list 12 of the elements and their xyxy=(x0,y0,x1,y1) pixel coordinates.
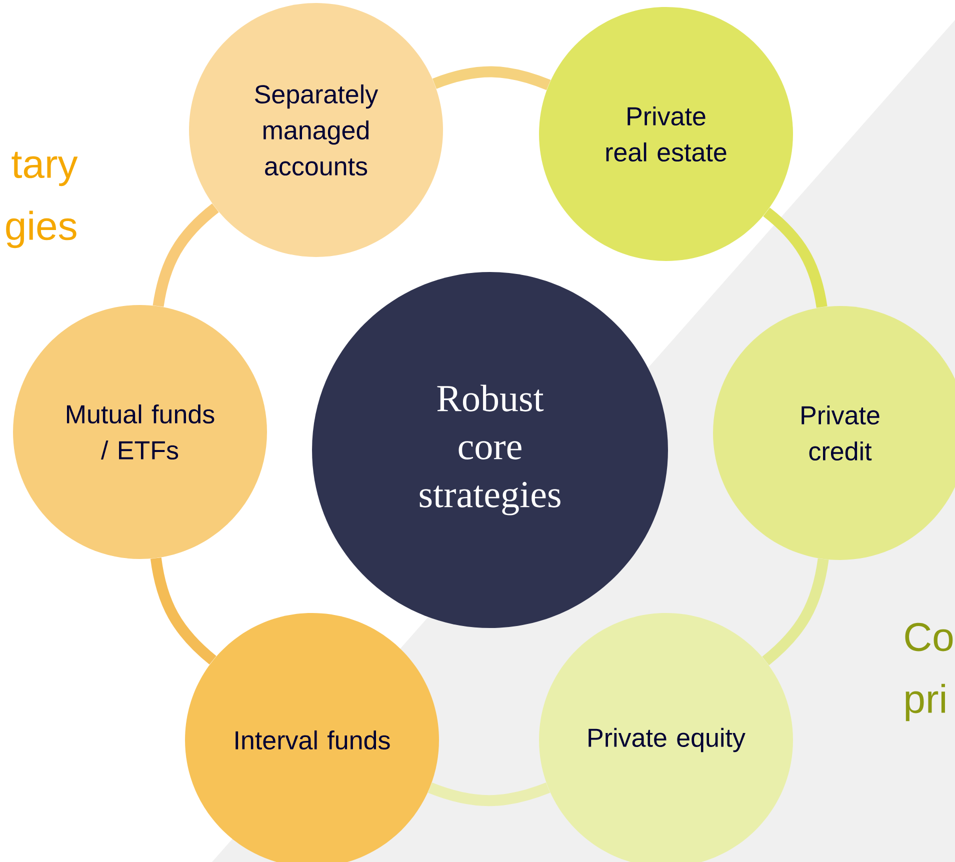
ring-arc xyxy=(152,204,219,308)
ring-arc xyxy=(428,782,550,806)
ring-arc xyxy=(432,66,551,90)
circle-node: Robust core strategies xyxy=(312,272,668,628)
circle-node: Private real estate xyxy=(539,7,793,261)
side-heading: Co pri xyxy=(905,622,953,722)
circle-node: Mutual funds / ETFs xyxy=(13,305,267,559)
side-heading: tary gies xyxy=(6,152,78,248)
circle-node: Separately managed accounts xyxy=(189,3,443,257)
ring-arc xyxy=(150,557,216,664)
ring-arc xyxy=(762,558,829,666)
ring-arc xyxy=(763,208,828,308)
